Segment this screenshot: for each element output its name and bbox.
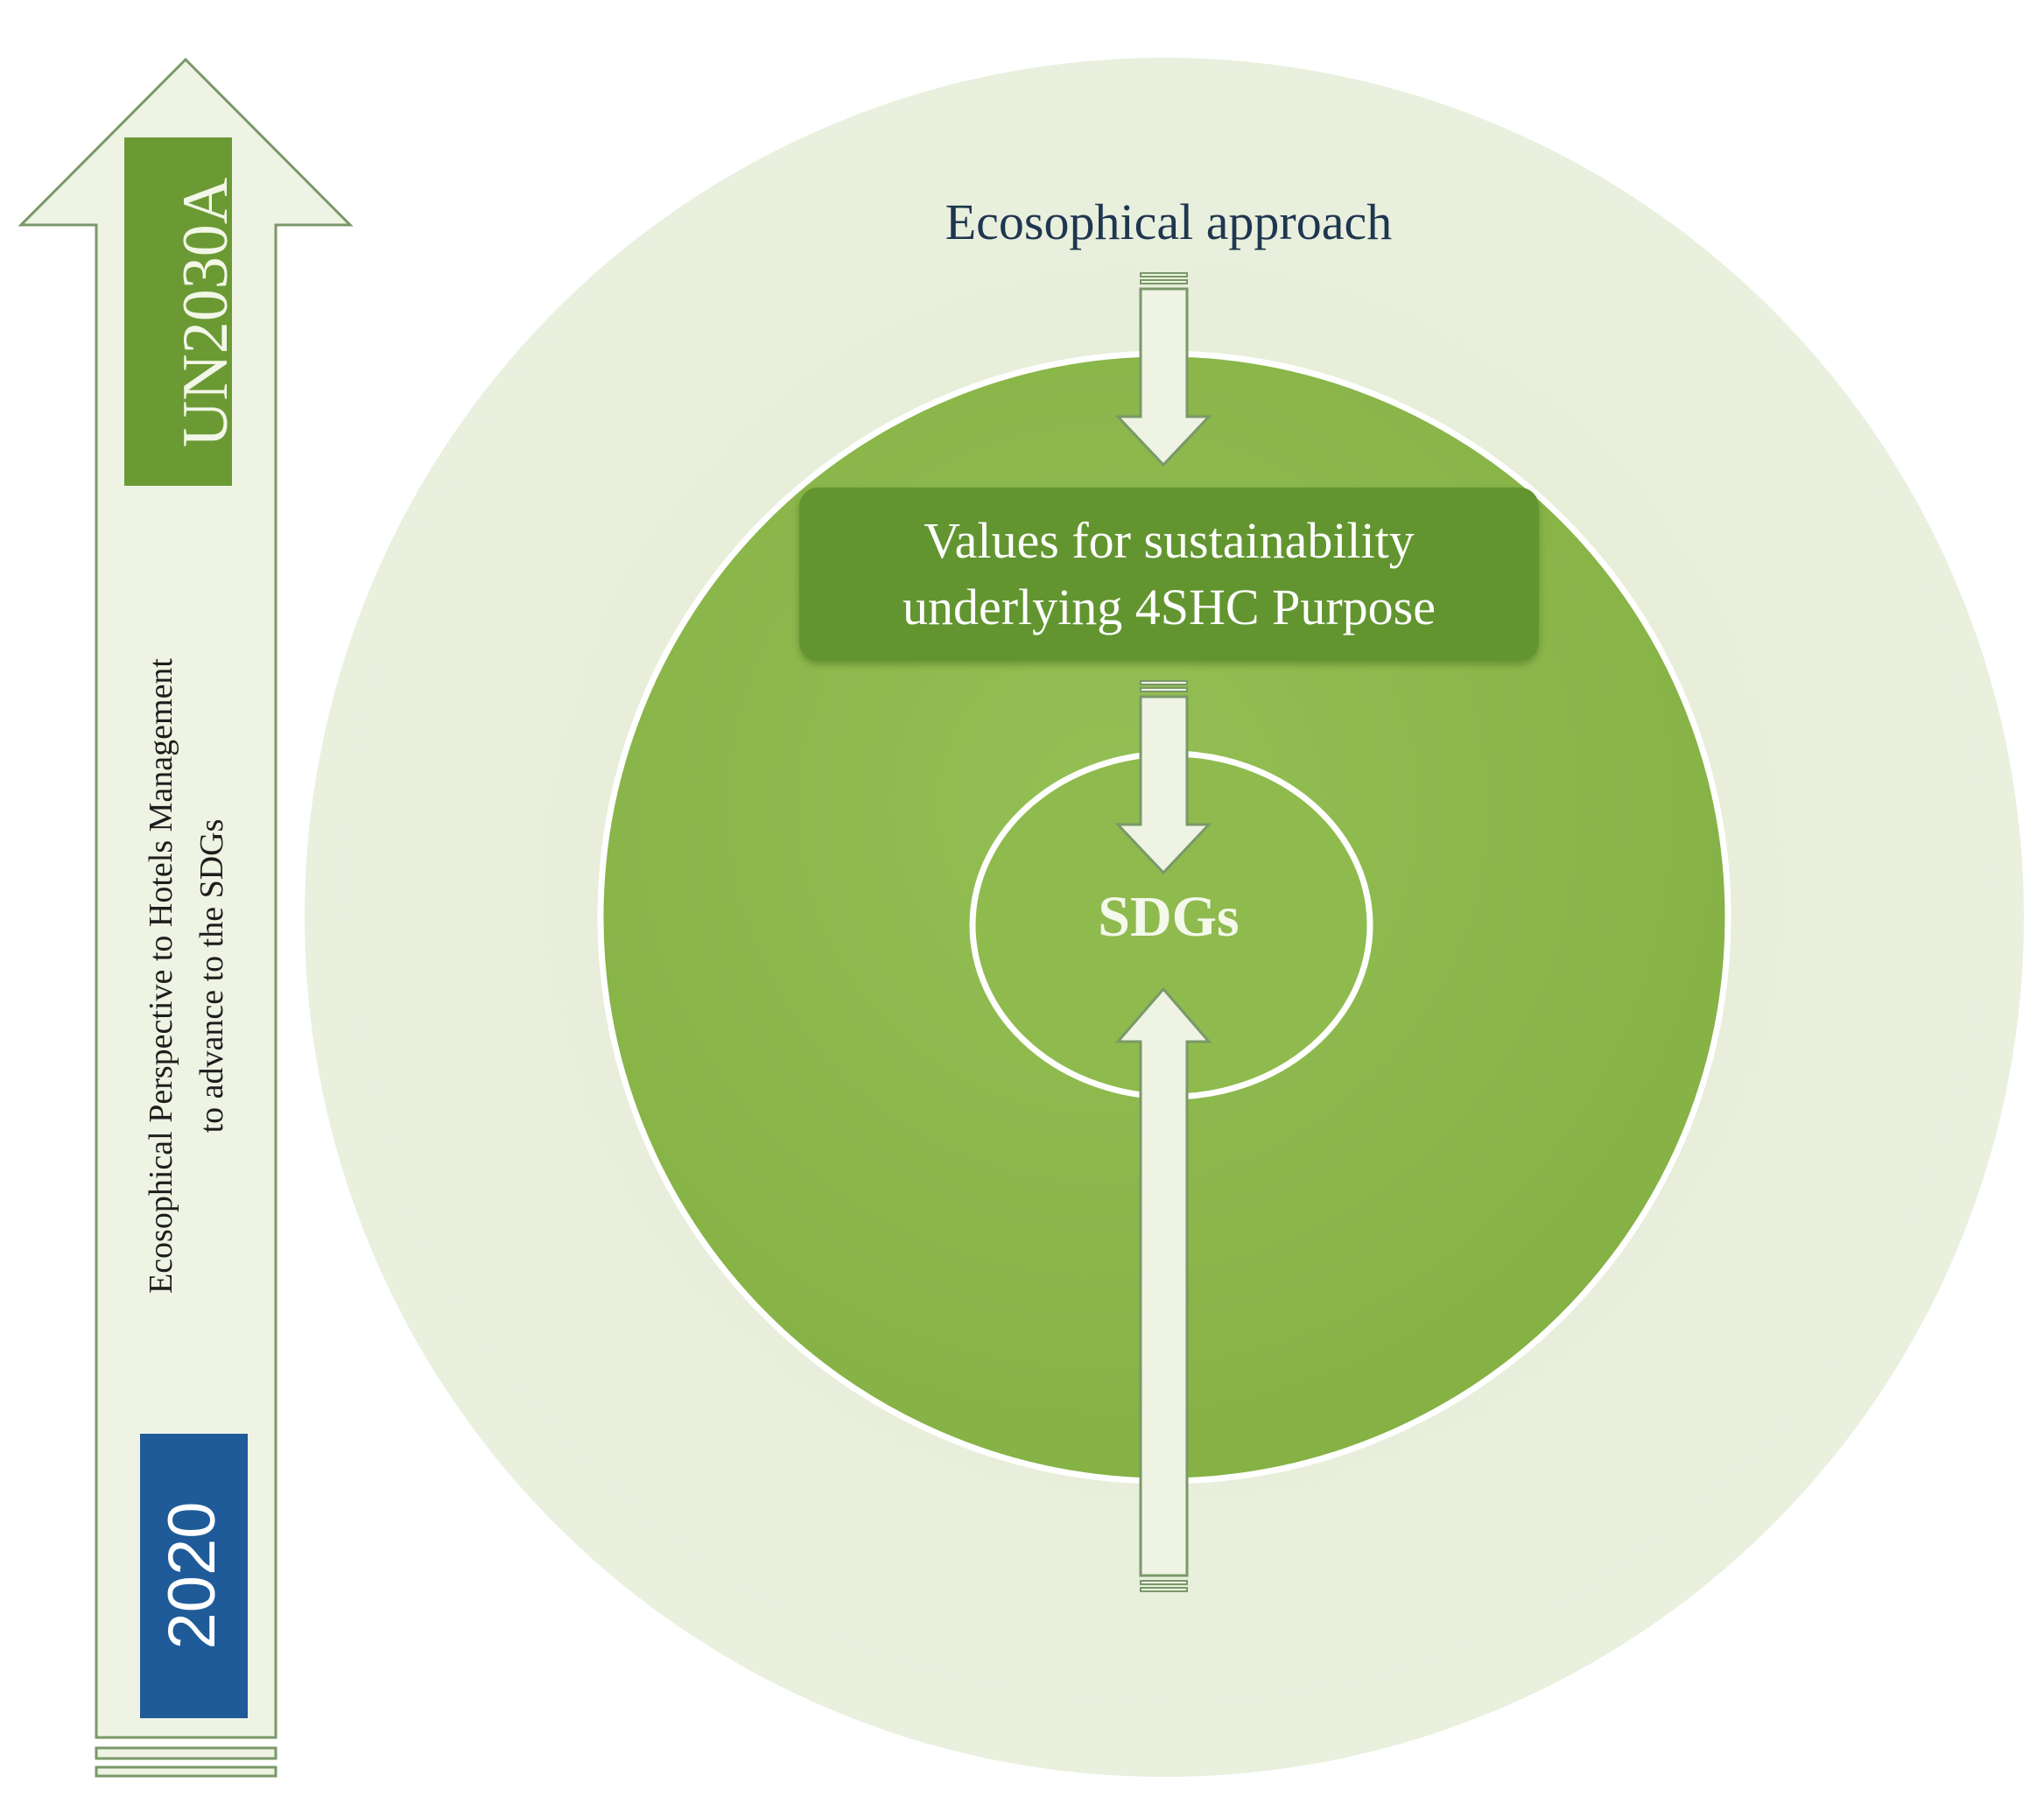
target-label: UN2030A — [170, 177, 242, 448]
perspective-label: Ecosophical Perspective to Hotels Manage… — [136, 538, 258, 1414]
values-line-1: Values for sustainability — [924, 512, 1415, 569]
core-label: SDGs — [1098, 885, 1240, 949]
values-box: Values for sustainability underlying 4SH… — [799, 488, 1539, 661]
timeline-arrow — [18, 57, 354, 1739]
outer-circle-label: Ecosophical approach — [945, 193, 1393, 250]
target-box — [124, 137, 232, 486]
arrow-bottom-to-core — [1114, 986, 1212, 1592]
timeline-arrow-base-line — [95, 1746, 277, 1760]
arrow-values-to-core — [1114, 680, 1212, 875]
timeline-arrow-base-line — [95, 1765, 277, 1778]
perspective-line-1: Ecosophical Perspective to Hotels Manage… — [143, 658, 179, 1295]
year-label: 2020 — [155, 1501, 229, 1650]
values-line-2: underlying 4SHC Purpose — [903, 579, 1436, 635]
arrow-outer-to-values — [1114, 272, 1212, 467]
perspective-line-2: to advance to the SDGs — [193, 818, 230, 1134]
year-box — [140, 1434, 248, 1718]
